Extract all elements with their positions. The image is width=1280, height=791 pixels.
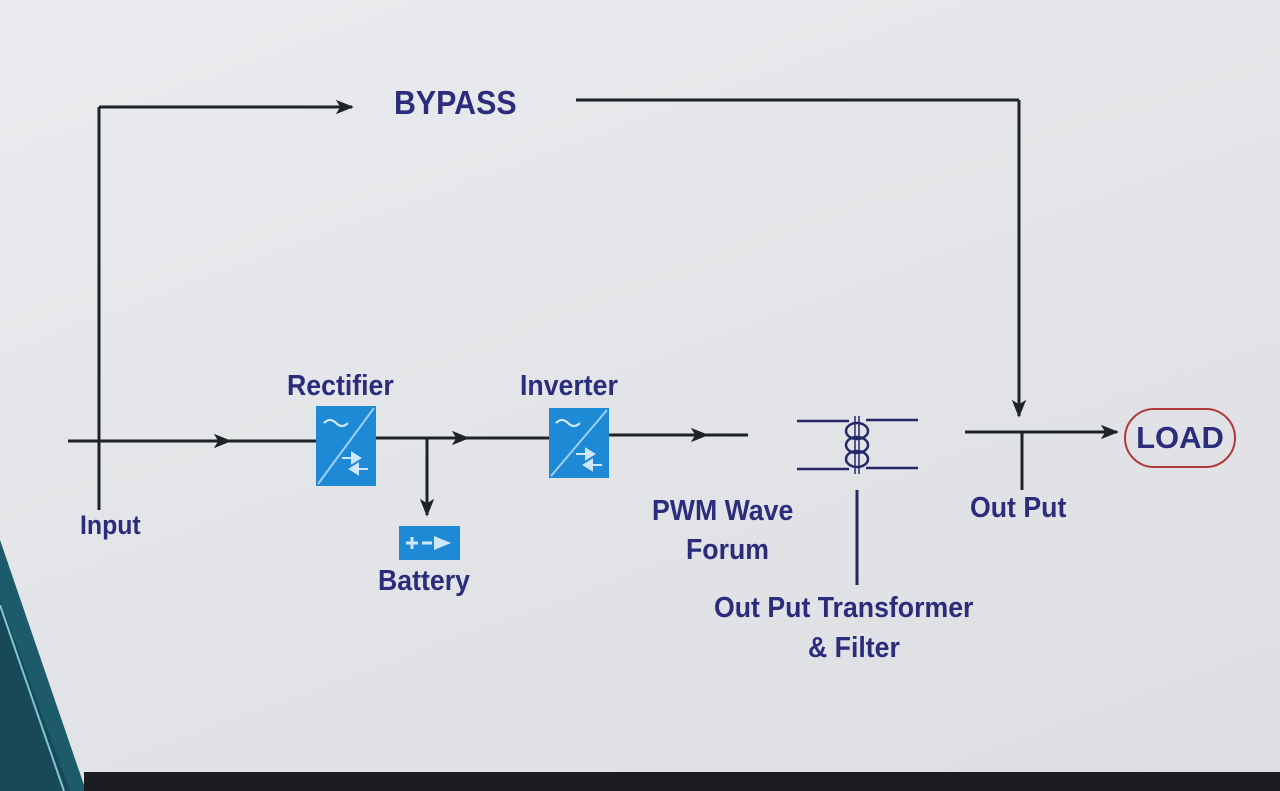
input-label: Input	[80, 510, 141, 540]
transformer-coil-icon	[797, 416, 918, 474]
inverter-icon	[549, 408, 609, 478]
transformer-label-line2: & Filter	[808, 632, 900, 664]
output-label: Out Put	[970, 492, 1067, 524]
transformer-label-line1: Out Put Transformer	[714, 592, 974, 624]
battery-icon	[399, 526, 460, 560]
battery-label: Battery	[378, 565, 470, 597]
pwm-label-line2: Forum	[686, 534, 770, 566]
load-label: LOAD	[1136, 420, 1224, 455]
bypass-label: BYPASS	[394, 84, 517, 121]
load-badge: LOAD	[1124, 408, 1236, 468]
inverter-label: Inverter	[520, 370, 618, 402]
rectifier-icon	[316, 406, 376, 486]
pwm-label-line1: PWM Wave	[652, 495, 794, 527]
bypass-path	[97, 98, 1027, 510]
rectifier-label: Rectifier	[287, 370, 394, 402]
main-path	[68, 424, 1119, 585]
